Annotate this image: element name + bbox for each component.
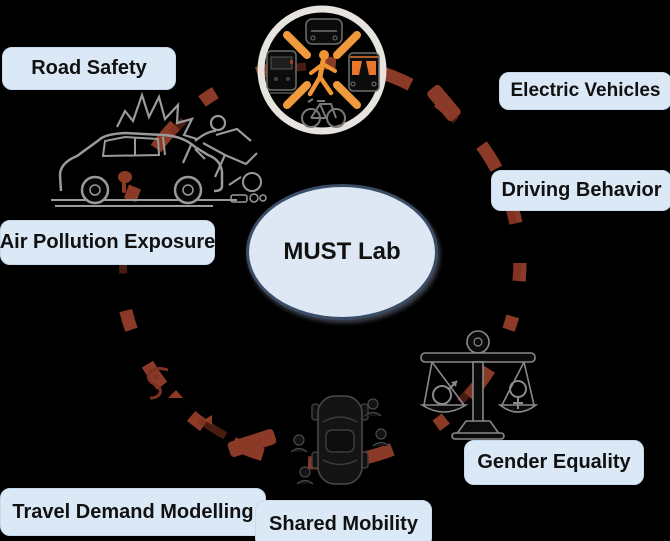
car-crash-icon: [51, 91, 267, 207]
hand-drawn-dash-details: [146, 84, 461, 457]
center-node: MUST Lab: [246, 184, 438, 320]
car-front-icon: [305, 18, 343, 45]
topic-label-air-pollution-exposure: Air Pollution Exposure: [0, 220, 215, 265]
topic-label-driving-behavior: Driving Behavior: [491, 170, 670, 211]
topic-text: Air Pollution Exposure: [0, 231, 216, 253]
topic-text: Electric Vehicles: [510, 80, 661, 101]
topic-label-electric-vehicles: Electric Vehicles: [499, 72, 670, 110]
topic-text: Gender Equality: [477, 451, 631, 473]
center-label: MUST Lab: [283, 238, 401, 265]
train-icon: [266, 50, 297, 94]
passenger-figures: [290, 398, 390, 485]
crash-burst-icon: [116, 91, 198, 141]
topic-text: Travel Demand Modelling: [12, 500, 254, 523]
fallen-rider-icon: [181, 114, 262, 192]
gender-equality-scales-icon: [419, 330, 538, 440]
pedestrian-icon: [307, 50, 337, 97]
male-symbol-icon: [432, 380, 458, 405]
red-accent: [118, 171, 132, 193]
topic-label-road-safety: Road Safety: [2, 47, 176, 90]
topic-label-travel-demand-modelling: Travel Demand Modelling: [0, 488, 266, 536]
topic-text: Road Safety: [31, 57, 147, 79]
female-symbol-icon: [509, 380, 527, 409]
shared-mobility-car-icon: [290, 395, 390, 485]
bus-icon: [348, 52, 380, 92]
multimodal-transport-hub-icon: [257, 5, 387, 135]
hub-spokes: [283, 31, 361, 109]
topic-label-gender-equality: Gender Equality: [464, 440, 644, 485]
bicycle-icon: [301, 98, 346, 128]
topic-text: Shared Mobility: [269, 512, 418, 535]
topic-label-shared-mobility: Shared Mobility: [255, 500, 432, 541]
topic-text: Driving Behavior: [501, 179, 662, 201]
